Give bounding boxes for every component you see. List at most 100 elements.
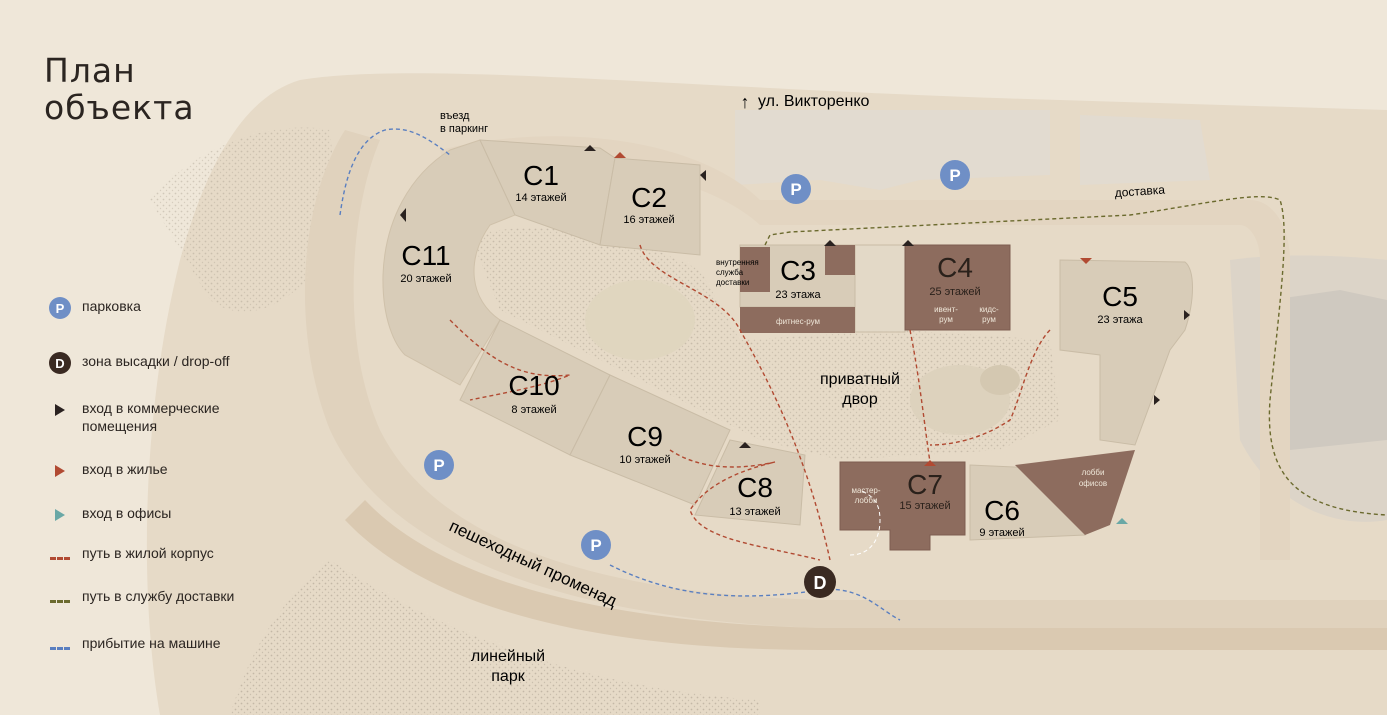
residential-path-6 (849, 489, 881, 556)
legend-label: вход в коммерческие помещения (82, 400, 220, 434)
building-c8 (694, 439, 806, 526)
commercial-entrance-marker (584, 145, 596, 151)
building-name: С7 (907, 469, 943, 500)
delivery-path (764, 196, 1387, 516)
residential-entrance-marker (924, 460, 936, 466)
building-floors: 15 этажей (899, 500, 950, 512)
car-arrival-path-south (609, 564, 901, 621)
delivery-label: доставка (1114, 182, 1165, 199)
building-floors: 16 этажей (623, 214, 674, 226)
office-lobby-block (1015, 450, 1135, 535)
building-name: С9 (627, 421, 663, 452)
building-labels: С1 14 этажей С2 16 этажей С3 23 этажа С4… (400, 160, 1143, 539)
building-c5 (1059, 259, 1193, 446)
delivery-path-icon (50, 599, 70, 603)
commercial-entrance-marker (739, 442, 751, 448)
building-floors: 23 этажа (1097, 314, 1143, 326)
building-floors: 23 этажа (775, 289, 821, 301)
legend-item-dropoff: D зона высадки / drop-off (48, 352, 272, 374)
courtyard-label: приватный (820, 371, 900, 388)
building-name: С10 (508, 370, 559, 401)
residential-entrance-icon (55, 465, 65, 477)
legend-label: зона высадки / drop-off (82, 353, 230, 369)
building-name: С1 (523, 160, 559, 191)
building-floors: 20 этажей (400, 273, 451, 285)
legend-item-parking: P парковка (48, 297, 272, 319)
legend-item-delivery-path: путь в службу доставки (48, 587, 272, 609)
building-floors: 14 этажей (515, 192, 566, 204)
building-name: С5 (1102, 281, 1138, 312)
legend-item-commercial-entrance: вход в коммерческие помещения (48, 399, 272, 435)
legend-label: прибытие на машине (82, 635, 221, 651)
residential-entrance-marker (1080, 258, 1092, 264)
svg-text:P: P (790, 180, 801, 199)
kids-room-label: кидс- (979, 305, 999, 314)
car-path-icon (50, 646, 70, 650)
page-title: План объекта (44, 51, 195, 127)
delivery-service-label: внутренняя (716, 258, 759, 267)
commercial-entrance-marker (700, 170, 706, 181)
commercial-entrance-marker (902, 240, 914, 246)
parking-badge: P (581, 530, 611, 560)
paths (339, 128, 1387, 621)
legend-label: путь в жилой корпус (82, 545, 214, 561)
office-lobby-label: офисов (1079, 479, 1107, 488)
car-arrival-path-north (339, 128, 451, 216)
delivery-service-label: служба (716, 268, 744, 277)
parking-icon: P (49, 297, 71, 319)
building-c2 (599, 157, 701, 256)
parking-badge: P (781, 174, 811, 204)
residential-path-icon (50, 556, 70, 560)
residential-path-1 (639, 244, 831, 561)
courtyard-label: двор (842, 391, 878, 408)
residential-path-5 (929, 329, 1051, 446)
legend-label: путь в службу доставки (82, 588, 235, 604)
legend-item-residential-entrance: вход в жилье (48, 460, 272, 482)
park-label: линейный (471, 648, 545, 665)
building-c9 (569, 374, 731, 506)
parking-entry-label: въезд (440, 110, 470, 122)
legend-item-car-path: прибытие на машине (48, 634, 272, 656)
commercial-entrance-marker (400, 208, 406, 222)
courtyard (470, 227, 1060, 460)
legend-label: парковка (82, 298, 141, 314)
building-floors: 25 этажей (929, 286, 980, 298)
svg-text:P: P (433, 456, 444, 475)
master-lobby-label: лобби (855, 496, 878, 505)
residential-path-4 (909, 329, 931, 463)
dropoff-badge: D (804, 566, 836, 598)
building-name: С3 (780, 255, 816, 286)
office-lobby-label: лобби (1082, 468, 1105, 477)
c3-small-block (825, 245, 855, 275)
office-entrance-marker (1116, 518, 1128, 524)
building-name: С11 (401, 240, 450, 271)
dropoff-icon: D (49, 352, 71, 374)
delivery-service-label: доставки (716, 278, 749, 287)
event-room-label: ивент- (934, 305, 958, 314)
fitness-room-block (740, 307, 855, 333)
legend-item-office-entrance: вход в офисы (48, 504, 272, 526)
park-label: парк (491, 668, 525, 685)
building-name: С2 (631, 182, 667, 213)
commercial-entrance-marker (1184, 310, 1190, 320)
legend-item-residential-path: путь в жилой корпус (48, 544, 272, 566)
building-core-c3-c4 (854, 244, 906, 333)
commercial-entrance-icon (55, 404, 65, 416)
building-c7 (839, 461, 966, 551)
street-label: ул. Викторенко (758, 93, 870, 110)
building-name: С4 (937, 252, 973, 283)
kids-room-label: рум (982, 315, 996, 324)
residential-path-2 (449, 319, 571, 401)
commercial-entrance-marker (824, 240, 836, 246)
parking-badge: P (940, 160, 970, 190)
building-floors: 8 этажей (511, 404, 556, 416)
buildings (382, 139, 1193, 541)
svg-text:D: D (814, 573, 827, 593)
building-name: С8 (737, 472, 773, 503)
commercial-entrance-marker (1154, 395, 1160, 405)
fitness-room-label: фитнес-рум (776, 317, 820, 326)
parking-entry-label: в паркинг (440, 123, 488, 135)
legend-label: вход в жилье (82, 461, 168, 477)
residential-entrance-marker (614, 152, 626, 158)
